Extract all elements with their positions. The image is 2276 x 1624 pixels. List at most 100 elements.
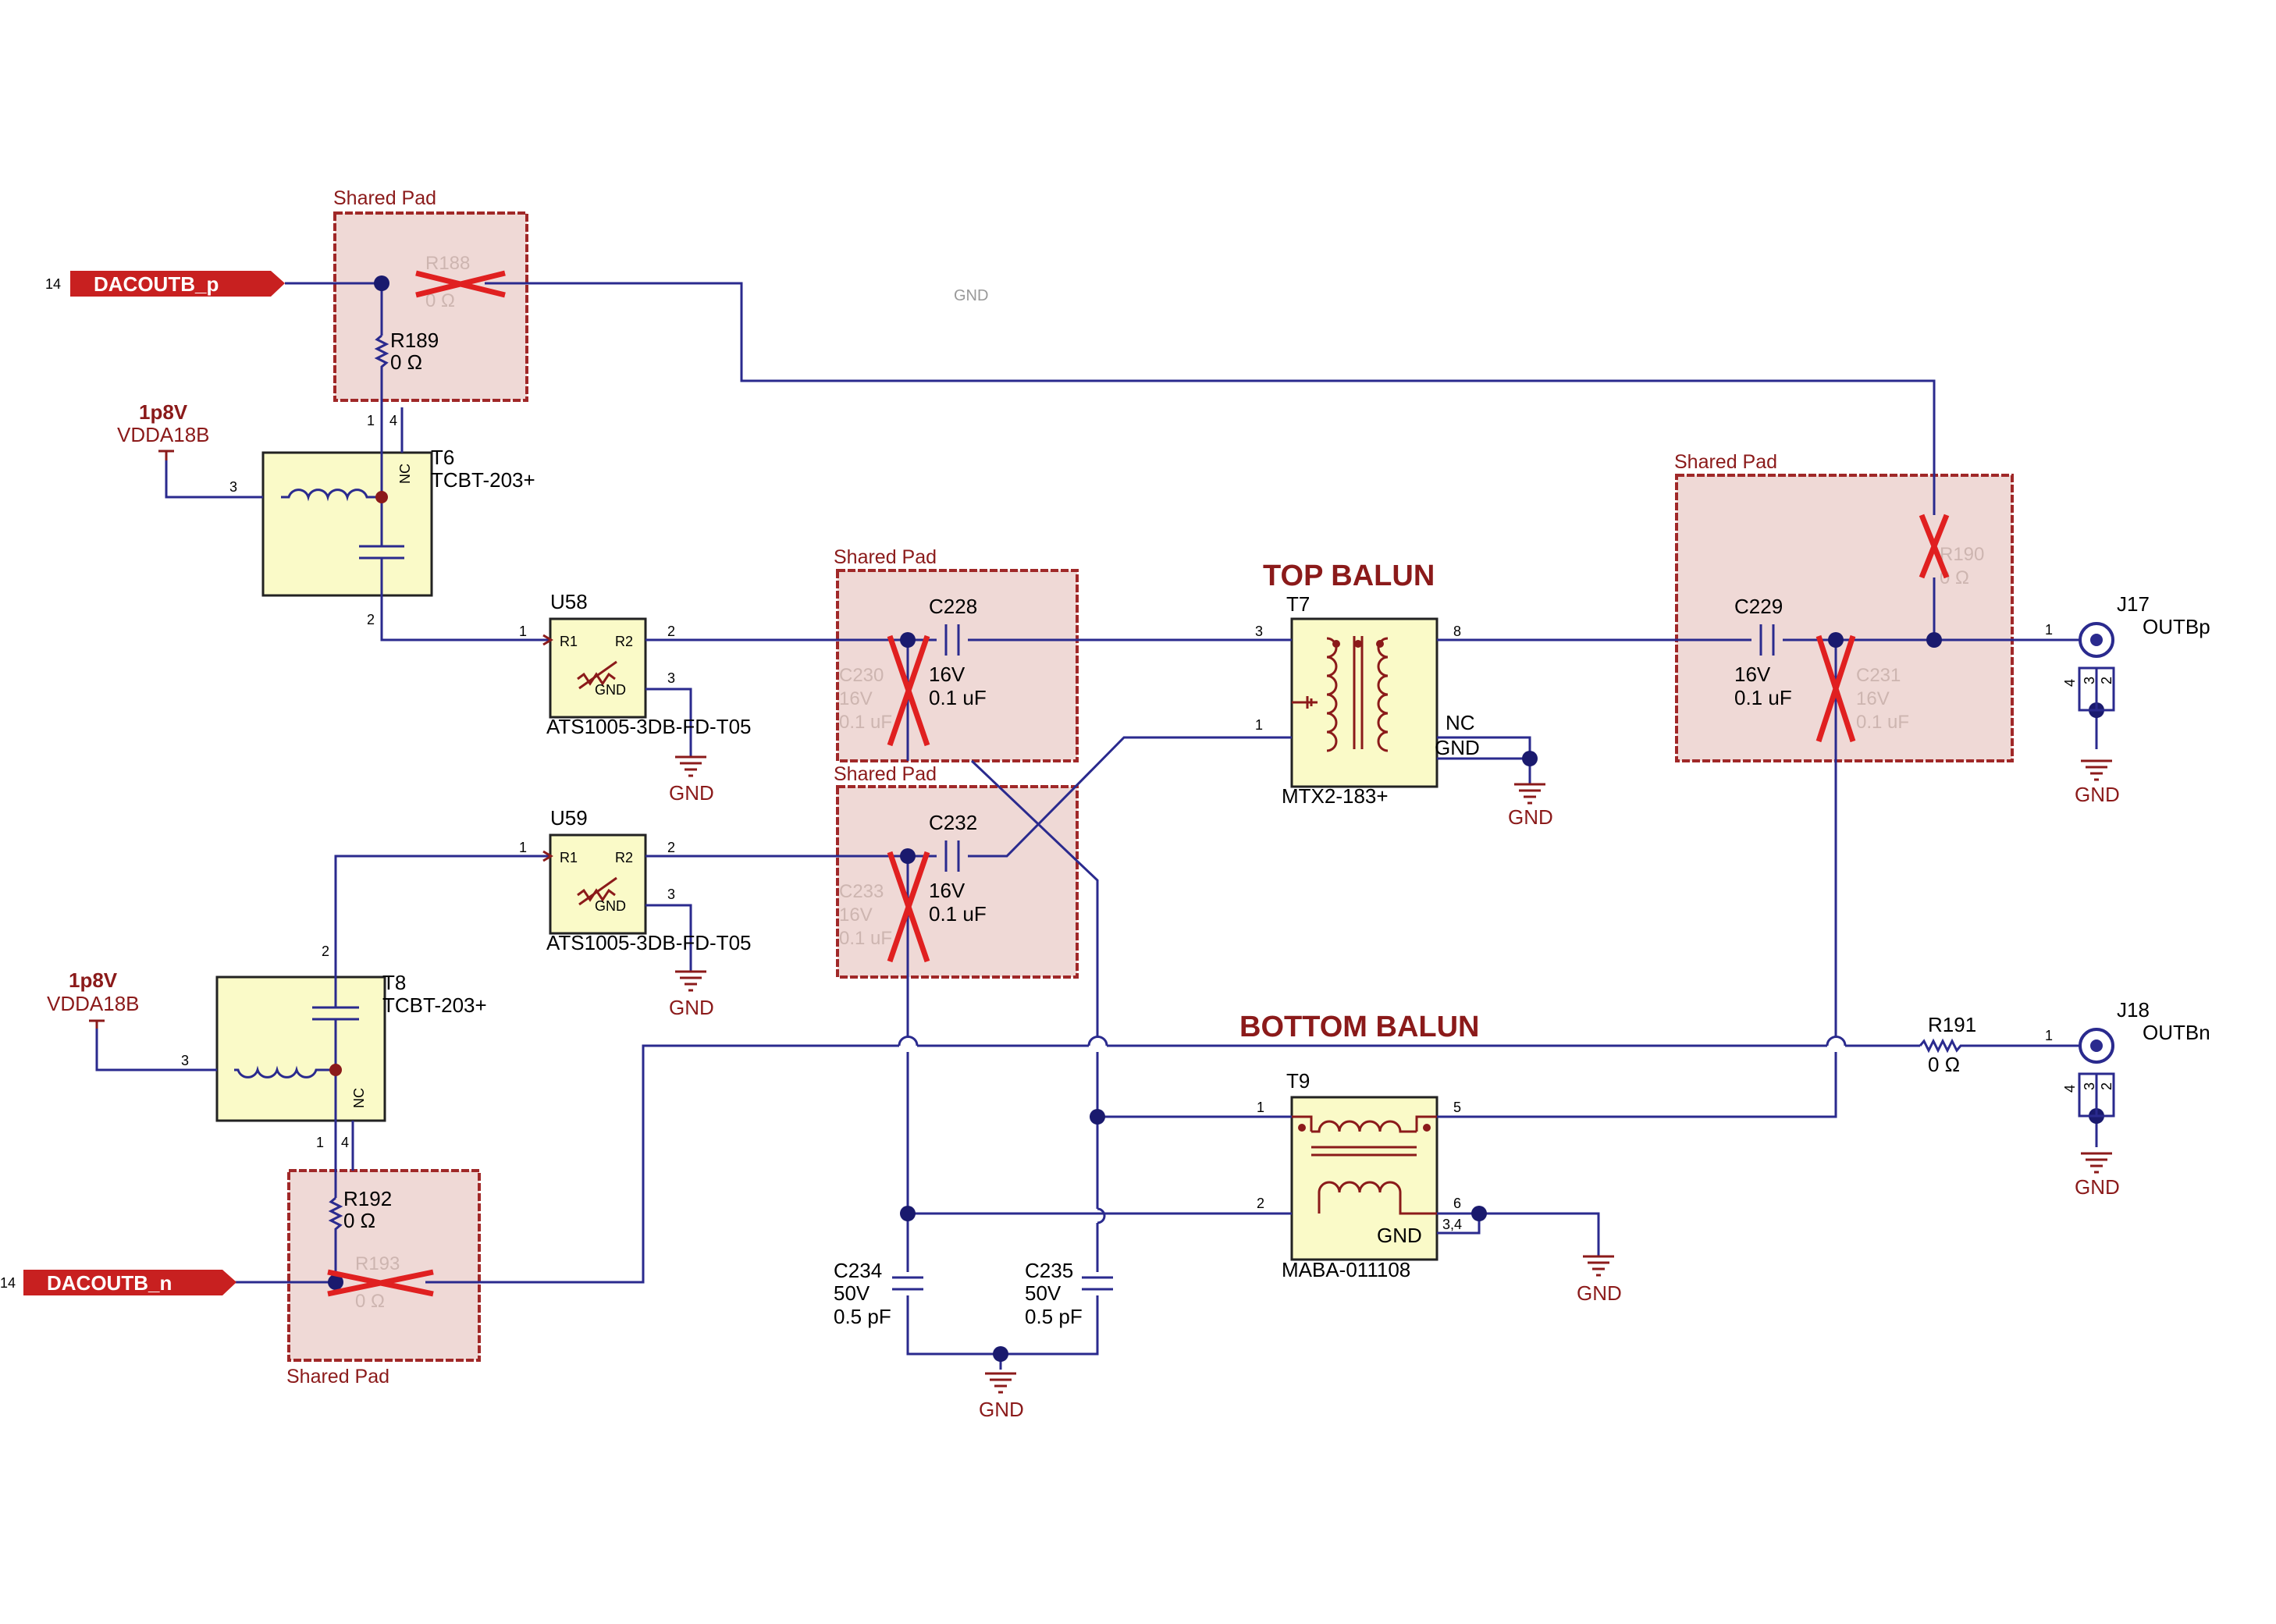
- svg-text:0 Ω: 0 Ω: [1928, 1053, 1960, 1076]
- dnp-x-mark: [327, 1269, 434, 1297]
- svg-text:16V: 16V: [929, 879, 966, 902]
- svg-text:0.5 pF: 0.5 pF: [834, 1305, 891, 1328]
- gnd-symbol: GND: [669, 970, 714, 1019]
- svg-text:OUTBp: OUTBp: [2143, 615, 2210, 638]
- junction-dot: [900, 1206, 916, 1221]
- svg-text:GND: GND: [1435, 736, 1480, 759]
- svg-text:Shared Pad: Shared Pad: [834, 546, 937, 568]
- svg-text:T6: T6: [431, 446, 454, 469]
- t8-body: [215, 975, 386, 1122]
- svg-text:C232: C232: [929, 811, 977, 834]
- svg-text:C231: C231: [1856, 665, 1901, 686]
- shared-pad-c232: [836, 785, 1079, 979]
- svg-text:0 Ω: 0 Ω: [355, 1291, 385, 1312]
- top-balun-title: TOP BALUN: [1263, 560, 1435, 592]
- svg-text:MABA-011108: MABA-011108: [1282, 1258, 1410, 1281]
- svg-text:GND: GND: [2075, 1175, 2120, 1199]
- junctions: [328, 275, 2104, 1362]
- svg-text:0.1 uF: 0.1 uF: [929, 686, 987, 709]
- supply-net-label: VDDA18B: [117, 423, 210, 446]
- svg-text:50V: 50V: [834, 1281, 870, 1305]
- svg-text:GND: GND: [669, 781, 714, 805]
- svg-text:3: 3: [2082, 677, 2097, 684]
- svg-text:GND: GND: [2075, 783, 2120, 806]
- svg-text:R193: R193: [355, 1253, 400, 1274]
- svg-text:16V: 16V: [839, 904, 873, 926]
- svg-text:4: 4: [389, 413, 397, 428]
- svg-text:R188: R188: [425, 253, 470, 274]
- svg-text:8: 8: [1453, 624, 1461, 639]
- svg-text:16V: 16V: [1856, 688, 1890, 709]
- svg-text:4: 4: [341, 1135, 349, 1150]
- svg-text:50V: 50V: [1025, 1281, 1062, 1305]
- part-bodies: [215, 451, 1439, 1261]
- svg-text:T7: T7: [1286, 592, 1310, 616]
- junction-dot: [1471, 1206, 1487, 1221]
- port-pin-number: 14: [45, 276, 61, 292]
- t6-body: [261, 451, 433, 597]
- capacitor-c234: C234 50V 0.5 pF: [834, 1259, 923, 1328]
- svg-text:4: 4: [2062, 1085, 2078, 1093]
- gnd-symbol: GND: [2075, 759, 2120, 806]
- svg-text:3: 3: [667, 670, 675, 686]
- svg-text:GND: GND: [1377, 1224, 1422, 1247]
- gnd-symbol: GND: [979, 1372, 1024, 1421]
- u59-body: [549, 833, 647, 935]
- svg-text:1: 1: [367, 413, 375, 428]
- svg-text:Shared Pad: Shared Pad: [1674, 451, 1777, 473]
- svg-text:TCBT-203+: TCBT-203+: [382, 993, 487, 1017]
- svg-text:3: 3: [2082, 1082, 2097, 1090]
- svg-text:Shared Pad: Shared Pad: [333, 187, 436, 209]
- svg-text:16V: 16V: [839, 688, 873, 709]
- svg-text:NC: NC: [1446, 711, 1475, 734]
- svg-text:Shared Pad: Shared Pad: [834, 763, 937, 785]
- connector-j17: 4 3 2 1 J17 OUTBp: [2045, 592, 2210, 712]
- junction-dot: [993, 1346, 1008, 1362]
- supply-net-label: VDDA18B: [47, 992, 140, 1015]
- svg-text:1: 1: [2045, 622, 2053, 638]
- svg-text:NC: NC: [397, 464, 413, 484]
- resistor-r189: R189 0 Ω 1 4: [367, 329, 439, 428]
- port-dacoutb-n: 14 DACOUTB_n: [0, 1270, 236, 1295]
- svg-text:1: 1: [316, 1135, 324, 1150]
- svg-text:GND: GND: [1577, 1281, 1622, 1305]
- svg-text:0.5 pF: 0.5 pF: [1025, 1305, 1083, 1328]
- svg-text:2: 2: [2099, 677, 2114, 684]
- shared-pad-c228: [836, 569, 1079, 762]
- svg-text:C228: C228: [929, 595, 977, 618]
- dnp-x-mark: [415, 270, 506, 298]
- svg-text:0.1 uF: 0.1 uF: [929, 902, 987, 926]
- svg-text:ATS1005-3DB-FD-T05: ATS1005-3DB-FD-T05: [546, 715, 752, 738]
- svg-text:1: 1: [2045, 1028, 2053, 1043]
- svg-text:MTX2-183+: MTX2-183+: [1282, 784, 1389, 808]
- capacitor-c229: C229 16V 0.1 uF: [1734, 595, 1792, 709]
- balun-t9: BOTTOM BALUN T9 1 2 5 6 3,4 GND MABA-011…: [1239, 1011, 1480, 1281]
- wires: [95, 282, 2098, 1370]
- svg-text:U58: U58: [550, 590, 588, 613]
- shared-pad-r188: [333, 211, 528, 402]
- svg-text:3: 3: [229, 479, 237, 495]
- svg-text:TCBT-203+: TCBT-203+: [431, 468, 535, 492]
- port-name: DACOUTB_n: [47, 1271, 172, 1295]
- svg-text:1: 1: [519, 840, 527, 855]
- power-vdda18b-bottom: 1p8V VDDA18B: [47, 968, 140, 1029]
- dnp-x-mark: [887, 634, 930, 747]
- svg-text:R2: R2: [615, 634, 633, 649]
- svg-text:2: 2: [1257, 1196, 1264, 1211]
- capacitor-c232: C232 16V 0.1 uF: [929, 811, 987, 926]
- port-name: DACOUTB_p: [94, 272, 219, 296]
- bias-tee-t6: NC 3 2 T6 TCBT-203+: [229, 446, 535, 627]
- capacitor-c230: C230 16V 0.1 uF: [839, 634, 930, 747]
- capacitor-c231: C231 16V 0.1 uF: [1815, 634, 1909, 743]
- svg-text:16V: 16V: [929, 663, 966, 686]
- port-shape: [70, 271, 285, 297]
- svg-text:GND: GND: [595, 898, 626, 914]
- capacitor-c233: C233 16V 0.1 uF: [839, 851, 930, 963]
- svg-text:2: 2: [667, 840, 675, 855]
- dnp-x-mark: [887, 851, 930, 963]
- supply-rail-label: 1p8V: [69, 968, 118, 992]
- svg-text:1: 1: [1255, 717, 1263, 733]
- power-vdda18b-top: 1p8V VDDA18B: [117, 400, 210, 460]
- junction-dot: [900, 848, 916, 864]
- svg-text:U59: U59: [550, 806, 588, 830]
